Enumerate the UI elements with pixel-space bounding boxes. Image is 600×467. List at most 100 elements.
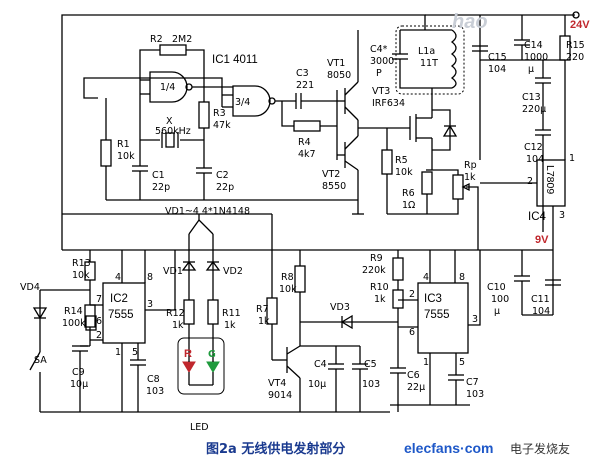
ic2-pin8: 8: [147, 272, 153, 283]
c2-name: C2: [216, 170, 229, 181]
ic4-pin3: 3: [559, 210, 565, 221]
r3-body: [198, 101, 210, 129]
r5-name: R5: [395, 155, 408, 166]
r13-value: 10k: [72, 270, 90, 281]
ic2-pin4: 4: [115, 272, 121, 283]
r12-body: [183, 299, 195, 325]
led-g-label: G: [208, 349, 216, 360]
r5-body: [381, 149, 393, 175]
c5-name: C5: [364, 359, 377, 370]
ic4-pin2: 2: [527, 176, 533, 187]
ic3-name: IC3: [424, 293, 442, 305]
vt2-collector: [344, 160, 359, 171]
c15-value: 104: [488, 64, 506, 75]
crystal-body: [165, 132, 175, 148]
vt4-collector: [286, 345, 301, 355]
vt4-name: VT4: [268, 378, 286, 389]
figure-caption: 图2a 无线供电发射部分: [206, 441, 345, 457]
vt2-value: 8550: [322, 181, 346, 192]
r15-value: 220: [566, 52, 584, 63]
c12-name: C12: [524, 142, 543, 153]
ic2-pin2: 2: [96, 330, 102, 341]
vt3-body-diode-wire: [432, 109, 451, 151]
r14-name: R14: [64, 306, 83, 317]
vd2-name: VD2: [223, 266, 243, 277]
ic2-pin7: 7: [96, 294, 102, 305]
terminal-24v: [572, 11, 580, 19]
ic3-pin3: 3: [472, 314, 478, 325]
ic4-name: IC4: [528, 211, 547, 223]
c14-unit: μ: [528, 64, 534, 75]
ic4-model: L7809: [544, 165, 556, 194]
r7-name: R7: [256, 304, 269, 315]
rp-value: 1k: [464, 172, 476, 183]
vt2-name: VT2: [322, 169, 340, 180]
ic3-body: [417, 282, 469, 354]
vt4-emitter: [286, 365, 301, 379]
ic4-pin1: 1: [569, 153, 575, 164]
r4-name: R4: [298, 137, 311, 148]
ic2-pin3: 3: [147, 299, 153, 310]
vt3-body-diode: [442, 124, 458, 137]
c1-value: 22p: [152, 182, 170, 193]
tank-outline: [395, 25, 465, 95]
r12-name: R12: [166, 308, 185, 319]
c7-value: 103: [466, 389, 484, 400]
c14-value: 1000: [524, 52, 548, 63]
led-outline: [177, 337, 225, 395]
vt1-name: VT1: [327, 58, 345, 69]
led-r-label: R: [184, 348, 192, 360]
c4-name: C4*: [370, 44, 388, 55]
r4-body: [293, 120, 321, 132]
c4-unit: P: [376, 68, 382, 79]
top-rail-wire: [61, 14, 426, 250]
ic3-pin3-wire: [468, 250, 481, 326]
c6-name: C6: [407, 370, 420, 381]
vd3-name: VD3: [330, 302, 350, 313]
ic3-pin8: 8: [459, 272, 465, 283]
c11-value: 104: [532, 306, 550, 317]
vd-group-label: VD1~4 4*1N4148: [165, 206, 250, 217]
r1-name: R1: [117, 139, 130, 150]
led-label: LED: [190, 422, 209, 433]
ic3-pin1: 1: [423, 357, 429, 368]
r9-body: [392, 257, 404, 281]
vt2-emitter: [344, 135, 359, 150]
r5-value: 10k: [395, 167, 413, 178]
ic3-model: 7555: [424, 309, 450, 321]
sa-lever: [29, 351, 41, 371]
ic2-pin6: 6: [96, 316, 102, 327]
vt4-value: 9014: [268, 390, 292, 401]
c13-name: C13: [522, 92, 541, 103]
vd4-symbol: [32, 307, 48, 320]
vd1-symbol: [181, 260, 197, 271]
c5-value: 103: [362, 379, 380, 390]
gate-a-label: 1/4: [160, 82, 175, 93]
r2-name: R2: [150, 34, 163, 45]
watermark-bottom-cn: 电子发烧友: [510, 441, 570, 456]
r3-name: R3: [213, 108, 226, 119]
r1-feed-wire: [83, 77, 223, 99]
c15-name: C15: [488, 52, 507, 63]
led-red-symbol: [182, 361, 196, 373]
c3-name: C3: [296, 68, 309, 79]
c9-name: C9: [72, 367, 85, 378]
r10-body: [392, 289, 404, 309]
vd1-name: VD1: [163, 266, 183, 277]
r6-value: 1Ω: [402, 200, 415, 211]
r2-value: 2M2: [172, 34, 192, 45]
c11-name: C11: [531, 294, 550, 305]
r13-name: R13: [72, 258, 91, 269]
c7-name: C7: [466, 377, 479, 388]
rp-top-wire: [432, 169, 459, 175]
c14-name: C14: [524, 40, 543, 51]
r10-name: R10: [370, 282, 389, 293]
coil-l1a: [450, 29, 457, 89]
c8-name: C8: [147, 374, 160, 385]
ic3-pin2: 2: [409, 289, 415, 300]
r12-value: 1k: [172, 320, 184, 331]
ic3-pin4: 4: [423, 272, 429, 283]
watermark-bottom: elecfans·com: [404, 440, 493, 456]
ic2-model: 7555: [108, 309, 134, 321]
